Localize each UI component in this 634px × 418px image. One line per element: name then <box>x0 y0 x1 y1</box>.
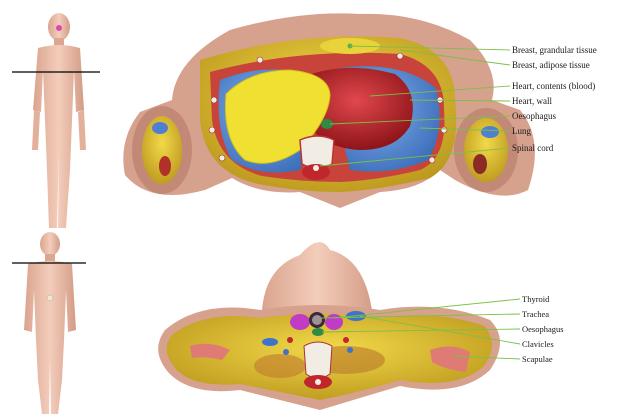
label-heart-contents: Heart, contents (blood) <box>512 81 595 91</box>
label-spinal-cord: Spinal cord <box>512 143 553 153</box>
label-oesophagus-bottom: Oesophagus <box>522 324 564 334</box>
body-figure-bottom <box>12 232 86 414</box>
thorax-cross-section <box>123 13 535 208</box>
label-breast-glandular: Breast, grandular tissue <box>512 45 597 55</box>
label-breast-adipose: Breast, adipose tissue <box>512 60 590 70</box>
label-oesophagus-top: Oesophagus <box>512 111 556 121</box>
label-scapulae: Scapulae <box>522 354 553 364</box>
label-thyroid: Thyroid <box>522 294 549 304</box>
body-figure-top <box>12 13 100 228</box>
label-clavicles: Clavicles <box>522 339 554 349</box>
label-trachea: Trachea <box>522 309 549 319</box>
neck-cross-section <box>158 242 500 410</box>
label-lung: Lung <box>512 126 531 136</box>
label-heart-wall: Heart, wall <box>512 96 552 106</box>
